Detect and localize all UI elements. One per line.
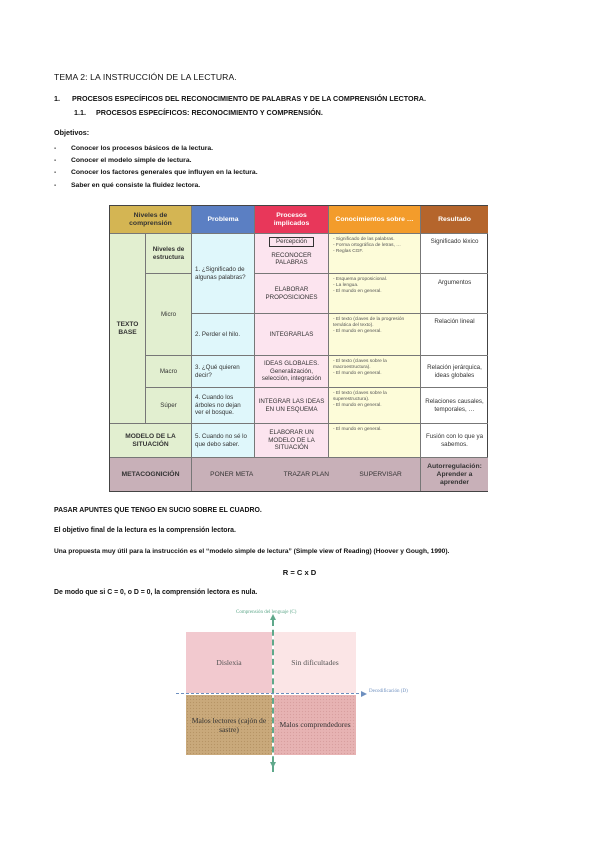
list-item: -Conocer los factores generales que infl… xyxy=(54,169,258,177)
quadrant-top-right: Sin dificultades xyxy=(274,632,356,693)
formula: R = C x D xyxy=(282,568,317,577)
subsection-text: PROCESOS ESPECÍFICOS: RECONOCIMIENTO Y C… xyxy=(96,108,323,117)
autorregulacion-label: Autorregulación: Aprender a aprender xyxy=(421,458,488,491)
process-elaborar: ELABORAR PROPOSICIONES xyxy=(255,274,329,314)
paragraph-2: El objetivo final de la lectura es la co… xyxy=(54,527,236,534)
objectives-title: Objetivos: xyxy=(54,128,90,137)
x-axis-arrow xyxy=(361,690,367,697)
step-supervisar: SUPERVISAR xyxy=(359,470,402,478)
problem-5: 5. Cuando no sé lo que debo saber. xyxy=(192,424,255,458)
paragraph-4: De modo que si C = 0, o D = 0, la compre… xyxy=(54,589,258,596)
process-modelo: ELABORAR UN MODELO DE LA SITUACIÓN xyxy=(255,424,329,458)
metacognicion-label: METACOGNICIÓN xyxy=(110,458,192,491)
process-esquema: INTEGRAR LAS IDEAS EN UN ESQUEMA xyxy=(255,388,329,424)
y-axis-line xyxy=(272,620,274,772)
list-item: -Conocer los procesos básicos de la lect… xyxy=(54,145,214,152)
list-item: -Conocer el modelo simple de lectura. xyxy=(54,157,192,165)
process-reconocer: RECONOCER PALABRAS xyxy=(271,251,312,267)
header-conocimientos: Conocimientos sobre … xyxy=(329,206,421,234)
niveles-estructura-label: Niveles de estructura xyxy=(146,234,192,274)
quadrant-bottom-left: Malos lectores (cajón de sastre) xyxy=(186,695,272,755)
process-percepcion: Percepción xyxy=(269,237,314,247)
process-integrar: INTEGRARLAS xyxy=(255,314,329,356)
knowledge-1: - Significado de las palabras. - Forma o… xyxy=(329,234,421,274)
quadrant-top-left: Dislexia xyxy=(186,632,272,693)
list-item: -Saber en qué consiste la fluidez lector… xyxy=(54,181,201,189)
header-niveles: Niveles de comprensión xyxy=(110,206,192,234)
step-trazar-plan: TRAZAR PLAN xyxy=(283,470,330,478)
metacognicion-steps: PONER META TRAZAR PLAN SUPERVISAR xyxy=(192,458,421,491)
knowledge-6: - El mundo en general. xyxy=(329,424,421,458)
y-axis-arrow-up xyxy=(270,614,276,620)
process-ideas-globales: IDEAS GLOBALES. Generalización, selecció… xyxy=(255,356,329,388)
super-label: Súper xyxy=(146,388,192,424)
result-5: Relaciones causales, temporales, … xyxy=(421,388,488,424)
result-6: Fusión con lo que ya sabemos. xyxy=(421,424,488,458)
paragraph-3: Una propuesta muy útil para la instrucci… xyxy=(54,548,450,555)
problem-1: 1. ¿Significado de algunas palabras? xyxy=(192,234,255,314)
knowledge-4: - El texto (claves sobre la macroestruct… xyxy=(329,356,421,388)
x-axis-label: Decodificación (D) xyxy=(369,689,408,694)
macro-label: Macro xyxy=(146,356,192,388)
comprehension-table: Niveles de comprensión Problema Procesos… xyxy=(109,205,488,492)
header-resultado: Resultado xyxy=(421,206,488,234)
result-2: Argumentos xyxy=(421,274,488,314)
process-recognize-cell: Percepción RECONOCER PALABRAS xyxy=(255,234,329,274)
subsection-number: 1.1. xyxy=(74,108,86,117)
subsection-heading: 1.1. PROCESOS ESPECÍFICOS: RECONOCIMIENTO… xyxy=(74,108,323,117)
y-axis-label: Comprensión del lenguaje (C) xyxy=(236,610,297,615)
y-axis-arrow-down xyxy=(270,762,276,768)
x-axis-line xyxy=(176,693,364,694)
paragraph-1: PASAR APUNTES QUE TENGO EN SUCIO SOBRE E… xyxy=(54,507,262,514)
problem-2: 2. Perder el hilo. xyxy=(192,314,255,356)
header-procesos: Procesos implicados xyxy=(255,206,329,234)
step-poner-meta: PONER META xyxy=(210,470,254,478)
page-title: TEMA 2: LA INSTRUCCIÓN DE LA LECTURA. xyxy=(54,72,237,82)
objectives-list: -Conocer los procesos básicos de la lect… xyxy=(54,143,258,192)
result-4: Relación jerárquica, ideas globales xyxy=(421,356,488,388)
modelo-situacion-label: MODELO DE LA SITUACIÓN xyxy=(110,424,192,458)
simple-view-diagram: Dislexia Sin dificultades Malos lectores… xyxy=(176,610,446,772)
problem-3: 3. ¿Qué quieren decir? xyxy=(192,356,255,388)
knowledge-2: - Esquema proposicional. - La lengua. - … xyxy=(329,274,421,314)
quadrant-bottom-right: Malos comprendedores xyxy=(274,695,356,755)
section-text: PROCESOS ESPECÍFICOS DEL RECONOCIMIENTO … xyxy=(72,94,426,103)
micro-label: Micro xyxy=(146,274,192,356)
knowledge-5: - El texto (claves sobre la superestruct… xyxy=(329,388,421,424)
problem-4: 4. Cuando los árboles no dejan ver el bo… xyxy=(192,388,255,424)
result-1: Significado léxico xyxy=(421,234,488,274)
texto-base-label: TEXTO BASE xyxy=(110,234,146,424)
section-heading: 1. PROCESOS ESPECÍFICOS DEL RECONOCIMIENT… xyxy=(54,94,426,103)
knowledge-3: - El texto (claves de la progresión temá… xyxy=(329,314,421,356)
result-3: Relación lineal xyxy=(421,314,488,356)
header-problema: Problema xyxy=(192,206,255,234)
section-number: 1. xyxy=(54,94,60,103)
